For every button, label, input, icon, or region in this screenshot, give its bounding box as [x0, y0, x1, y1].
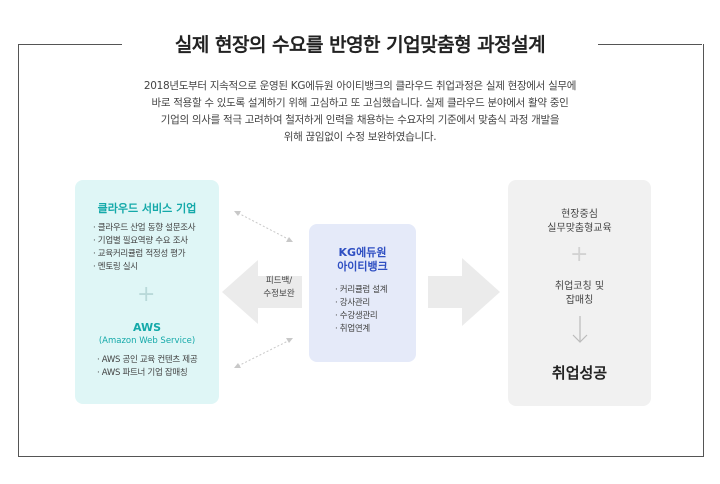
cloud-company-list: · 클라우드 산업 동향 설문조사 · 기업별 필요역량 수요 조사 · 교육커… [93, 222, 196, 274]
cloud-company-title: 클라우드 서비스 기업 [97, 202, 197, 215]
list-item: · 강사관리 [335, 298, 370, 308]
outcome-box: 현장중심 실무맞춤형교육 + 취업코칭 및 잡매칭 취업성공 [508, 180, 651, 406]
intro-paragraph: 2018년도부터 지속적으로 운영된 KG에듀원 아이티뱅크의 클라우드 취업과… [110, 78, 610, 146]
frame-top-right-rule [598, 44, 702, 45]
dotted-arrowhead-icon [234, 211, 241, 216]
step-practical-training: 현장중심 실무맞춤형교육 [547, 209, 612, 234]
kg-eduone-list: · 커리큘럼 설계 · 강사관리 · 수강생관리 · 취업연계 [335, 284, 388, 336]
dotted-arrowhead-icon [234, 363, 241, 368]
step-job-coaching: 취업코칭 및 잡매칭 [554, 281, 605, 306]
list-item: · 취업연계 [335, 324, 370, 334]
plus-icon: + [137, 282, 156, 307]
content-frame [18, 44, 704, 457]
page-title: 실제 현장의 수요를 반영한 기업맞춤형 과정설계 [174, 34, 546, 56]
plus-icon: + [570, 242, 589, 267]
aws-subtitle: (Amazon Web Service) [98, 336, 196, 346]
dotted-arrowhead-icon [286, 237, 293, 242]
intro-line: 2018년도부터 지속적으로 운영된 KG에듀원 아이티뱅크의 클라우드 취업과… [143, 80, 577, 92]
kg-eduone-title: KG에듀원 아이티뱅크 [337, 246, 388, 273]
list-item: · AWS 공인 교육 컨텐츠 제공 [97, 355, 198, 365]
intro-line: 위해 끊임없이 수정 보완하였습니다. [283, 131, 437, 143]
list-item: · 멘토링 실시 [93, 262, 138, 272]
dotted-connector-top [237, 212, 291, 241]
dotted-arrowhead-icon [286, 338, 293, 343]
employment-success-label: 취업성공 [551, 364, 608, 382]
arrow-down-icon [572, 316, 588, 343]
list-item: · 클라우드 산업 동향 설문조사 [93, 223, 196, 233]
intro-line: 기업의 의사를 적극 고려하여 철저하게 인력을 채용하는 수요자의 기준에서 … [160, 114, 560, 126]
feedback-double-arrow-icon [222, 260, 302, 324]
kg-eduone-box: KG에듀원 아이티뱅크 · 커리큘럼 설계 · 강사관리 · 수강생관리 · 취… [309, 224, 416, 362]
list-item: · 교육커리큘럼 적정성 평가 [93, 249, 186, 259]
aws-title: AWS [132, 321, 162, 334]
cloud-company-box: 클라우드 서비스 기업 · 클라우드 산업 동향 설문조사 · 기업별 필요역량… [75, 180, 219, 404]
feedback-label: 피드백/ 수정보완 [263, 276, 295, 299]
dotted-connector-bottom [237, 339, 291, 367]
aws-list: · AWS 공인 교육 컨텐츠 제공 · AWS 파트너 기업 잡매칭 [97, 354, 198, 380]
frame-top-left-rule [18, 44, 122, 45]
right-big-arrow-icon [428, 258, 500, 326]
list-item: · AWS 파트너 기업 잡매칭 [97, 368, 188, 378]
list-item: · 커리큘럼 설계 [335, 285, 388, 295]
intro-line: 바로 적용할 수 있도록 설계하기 위해 고심하고 또 고심했습니다. 실제 클… [151, 97, 569, 109]
list-item: · 수강생관리 [335, 311, 378, 321]
list-item: · 기업별 필요역량 수요 조사 [93, 236, 188, 246]
